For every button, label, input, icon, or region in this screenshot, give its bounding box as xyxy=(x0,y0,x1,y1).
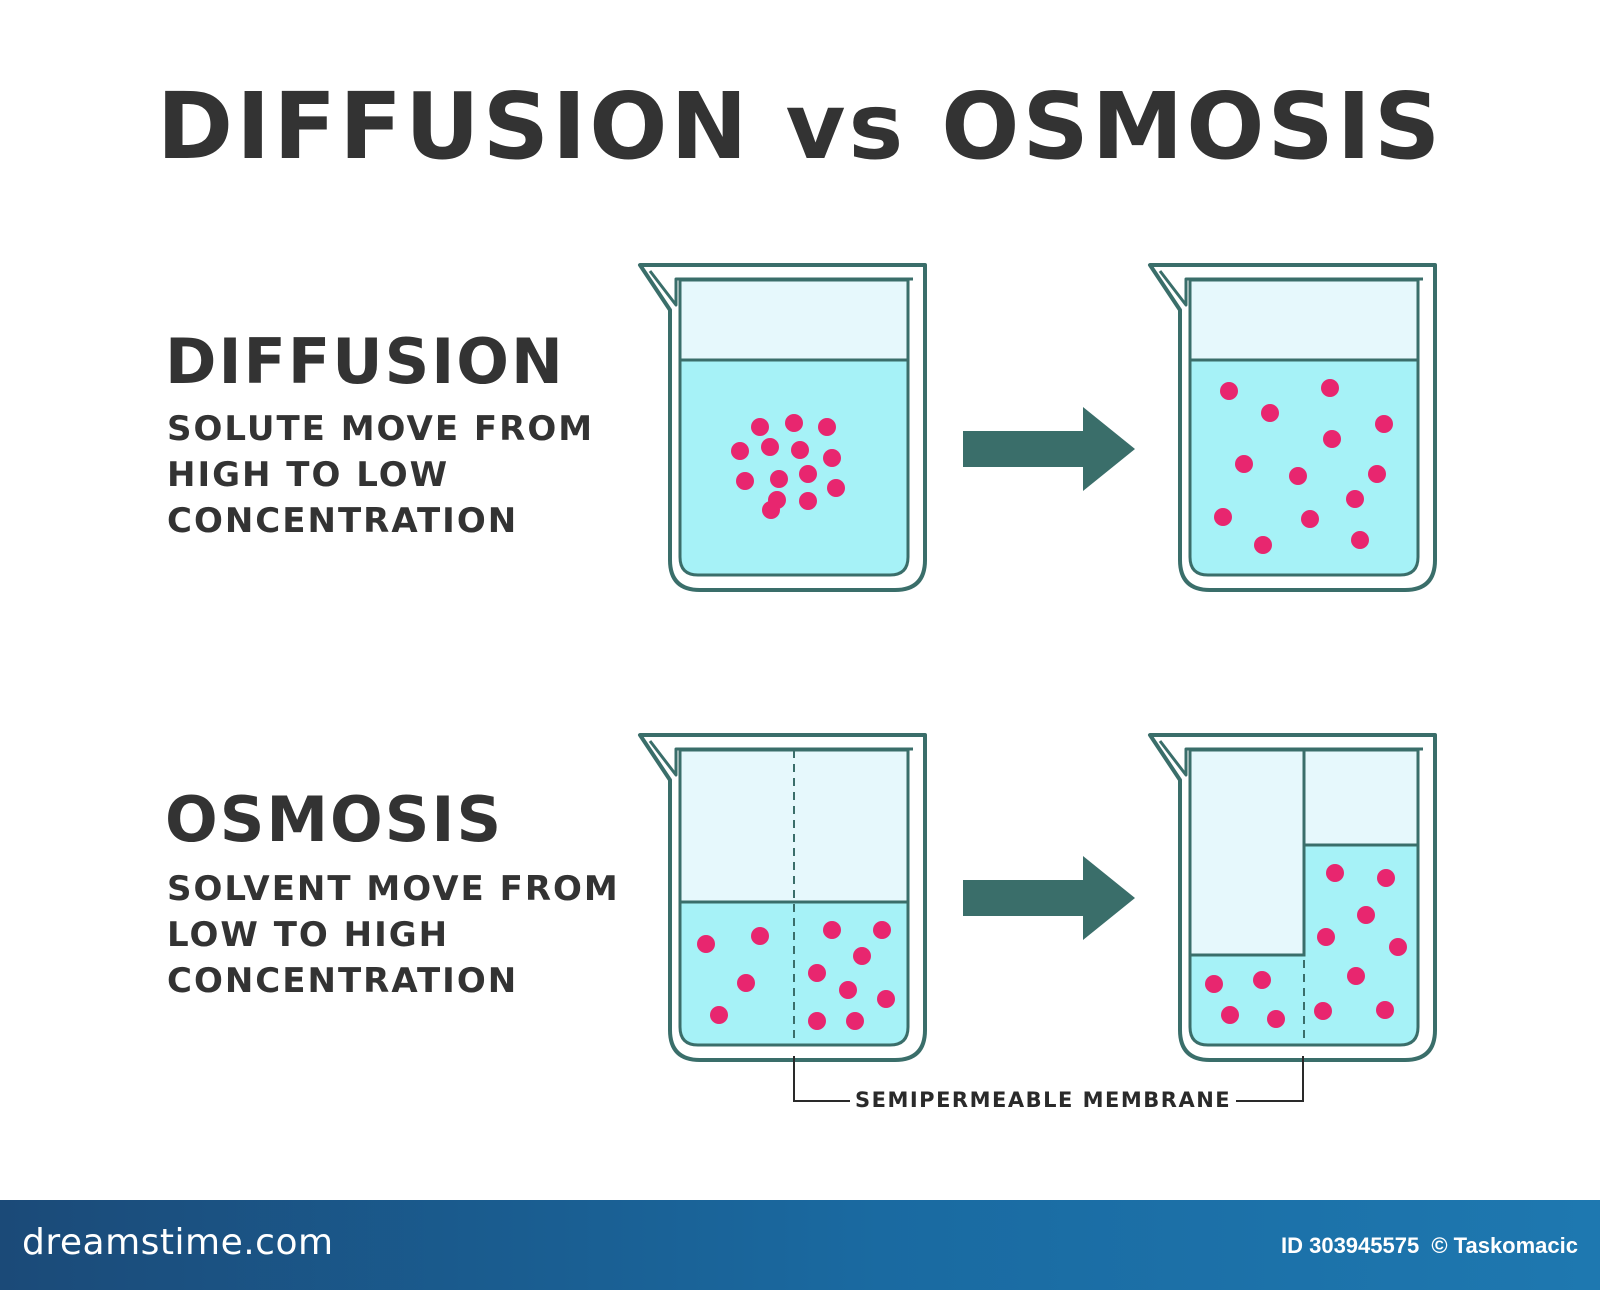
osmosis-description-line: CONCENTRATION xyxy=(167,961,519,1001)
diffusion-heading: DIFFUSION xyxy=(165,325,565,398)
footer-bar: dreamstime.com ID 303945575 © Taskomacic xyxy=(0,1200,1600,1290)
solute-particle xyxy=(853,947,871,965)
solute-particle xyxy=(737,974,755,992)
solute-particle xyxy=(827,479,845,497)
arrow-diffusion xyxy=(963,407,1135,491)
solute-particle xyxy=(1214,508,1232,526)
osmosis-description-line: SOLVENT MOVE FROM xyxy=(167,869,620,909)
solute-particle xyxy=(697,935,715,953)
solute-particle xyxy=(877,990,895,1008)
solute-particle xyxy=(1321,379,1339,397)
empty-space-left xyxy=(1188,748,1306,957)
arrow-osmosis xyxy=(963,856,1135,940)
solute-particle xyxy=(1205,975,1223,993)
solute-particle xyxy=(823,921,841,939)
footer-id-label: ID 303945575 xyxy=(1280,1233,1420,1258)
solute-particle xyxy=(1220,382,1238,400)
osmosis-beaker-after xyxy=(1148,733,1437,1062)
solute-particle xyxy=(785,414,803,432)
membrane-label: SEMIPERMEABLE MEMBRANE xyxy=(850,1088,1237,1112)
solute-particle xyxy=(1346,490,1364,508)
solute-particle xyxy=(1221,1006,1239,1024)
solute-particle xyxy=(1253,971,1271,989)
solute-particle xyxy=(808,964,826,982)
diffusion-beaker-before xyxy=(638,263,927,592)
footer-copyright: © Taskomacic xyxy=(1431,1233,1578,1258)
solute-particle xyxy=(1375,415,1393,433)
solute-particle xyxy=(770,470,788,488)
solute-particle xyxy=(873,921,891,939)
solute-particle xyxy=(1377,869,1395,887)
empty-space xyxy=(1188,278,1420,362)
solute-particle xyxy=(1376,1001,1394,1019)
osmosis-heading: OSMOSIS xyxy=(165,783,504,856)
solute-particle xyxy=(1323,430,1341,448)
beaker-diagram xyxy=(638,263,1437,1102)
solute-particle xyxy=(1235,455,1253,473)
solute-particle xyxy=(818,418,836,436)
footer-brand-logo[interactable]: dreamstime.com xyxy=(22,1222,334,1263)
empty-space-right xyxy=(1302,748,1420,847)
solute-particle xyxy=(1289,467,1307,485)
solute-particle xyxy=(1389,938,1407,956)
solute-particle xyxy=(751,927,769,945)
solute-particle xyxy=(762,501,780,519)
solute-particle xyxy=(808,1012,826,1030)
solute-particle xyxy=(1368,465,1386,483)
osmosis-beaker-before xyxy=(638,733,927,1062)
solute-particle xyxy=(1317,928,1335,946)
osmosis-description: SOLVENT MOVE FROM LOW TO HIGH CONCENTRAT… xyxy=(167,866,620,1004)
footer-image-id: ID 303945575 © Taskomacic xyxy=(1275,1233,1578,1259)
solute-particle xyxy=(799,492,817,510)
diffusion-description-line: CONCENTRATION xyxy=(167,501,519,541)
solute-particle xyxy=(799,465,817,483)
solute-particle xyxy=(1326,864,1344,882)
solute-particle xyxy=(846,1012,864,1030)
solute-particle xyxy=(1314,1002,1332,1020)
solute-particle xyxy=(1357,906,1375,924)
solute-particle xyxy=(1261,404,1279,422)
solute-particle xyxy=(823,449,841,467)
page-title: DIFFUSION vs OSMOSIS xyxy=(156,73,1444,180)
diffusion-description: SOLUTE MOVE FROM HIGH TO LOW CONCENTRATI… xyxy=(167,406,594,544)
empty-space xyxy=(678,278,910,362)
osmosis-description-line: LOW TO HIGH xyxy=(167,915,450,955)
solute-particle xyxy=(1351,531,1369,549)
solute-particle xyxy=(1347,967,1365,985)
solute-particle xyxy=(1267,1010,1285,1028)
diffusion-beaker-after xyxy=(1148,263,1437,592)
solute-particle xyxy=(736,472,754,490)
diffusion-description-line: HIGH TO LOW xyxy=(167,455,450,495)
solute-particle xyxy=(761,438,779,456)
solute-particle xyxy=(791,441,809,459)
solute-particle xyxy=(751,418,769,436)
solute-particle xyxy=(710,1006,728,1024)
solute-particle xyxy=(839,981,857,999)
diffusion-description-line: SOLUTE MOVE FROM xyxy=(167,409,595,449)
solute-particle xyxy=(731,442,749,460)
solute-particle xyxy=(1254,536,1272,554)
solute-particle xyxy=(1301,510,1319,528)
